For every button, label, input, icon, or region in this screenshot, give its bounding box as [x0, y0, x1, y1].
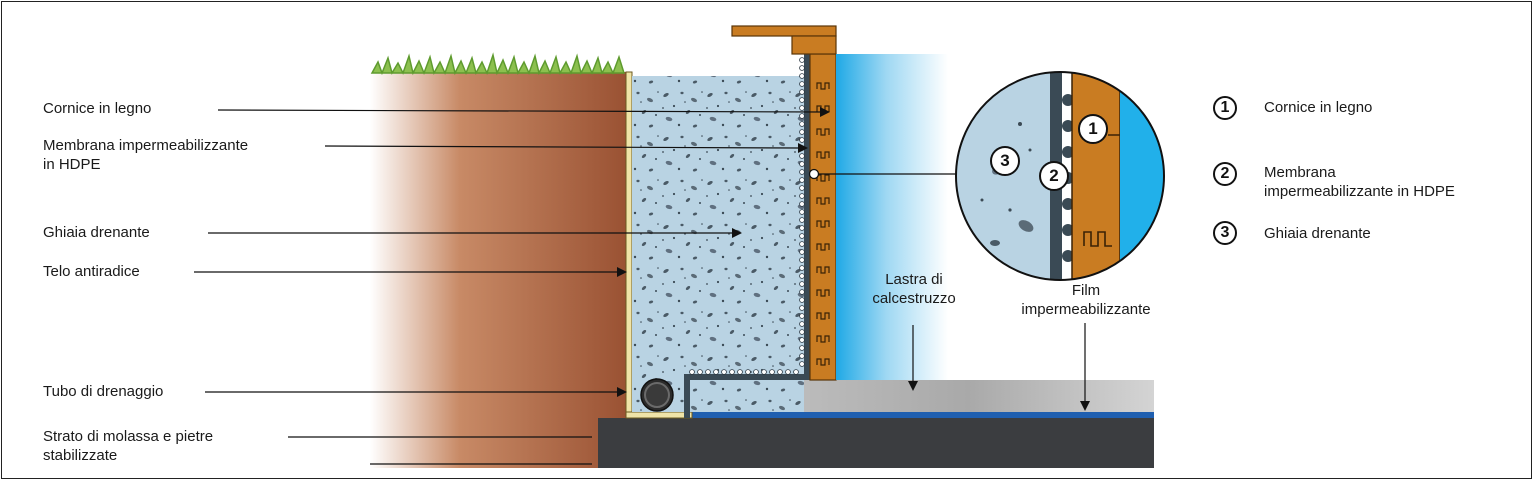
legend-text-2-line1: Membrana: [1264, 164, 1336, 181]
detail-marker-3: 3: [990, 146, 1020, 176]
hdpe-membrane-horizontal: [684, 374, 810, 380]
legend-marker-2: 2: [1213, 162, 1237, 186]
label-cornice: Cornice in legno: [43, 100, 152, 117]
detail-marker-1: 1: [1078, 114, 1108, 144]
label-strato-line1: Strato di molassa e pietre: [43, 428, 214, 445]
label-tubo: Tubo di drenaggio: [43, 383, 164, 400]
detail-marker-2: 2: [1039, 161, 1069, 191]
membrane-dimples: [689, 57, 805, 375]
soil-embankment: [370, 72, 626, 468]
grass-strip: [370, 52, 626, 76]
legend-text-3: Ghiaia drenante: [1264, 225, 1371, 242]
timber-cap-top: [731, 25, 837, 37]
legend-text-2-line2: impermeabilizzante in HDPE: [1264, 183, 1455, 200]
legend-marker-1: 1: [1213, 96, 1237, 120]
label-telo: Telo antiradice: [43, 263, 140, 280]
stabilized-base-layer: [598, 418, 1154, 468]
label-ghiaia: Ghiaia drenante: [43, 224, 150, 241]
pool-water: [836, 54, 948, 380]
timber-frame-wall: [809, 53, 837, 381]
callout-lines: [194, 107, 1090, 465]
hdpe-membrane-vertical: [804, 54, 810, 380]
label-film-line2: impermeabilizzante: [1021, 301, 1151, 318]
label-film-line1: Film: [1071, 282, 1101, 299]
label-membrana-line2: in HDPE: [43, 156, 101, 173]
hdpe-membrane-return: [684, 374, 690, 418]
waterproof-film: [690, 412, 1154, 418]
legend-marker-3: 3: [1213, 221, 1237, 245]
drainage-gravel: [632, 76, 804, 412]
timber-cap-block: [791, 35, 837, 55]
drain-pipe-rim: [644, 382, 670, 408]
root-barrier-fabric: [625, 71, 633, 419]
label-membrana-line1: Membrana impermeabilizzante: [43, 137, 249, 154]
detail-magnifier-ring: [955, 71, 1165, 281]
root-barrier-fabric-bottom: [625, 411, 693, 419]
detail-connector-dot: [808, 168, 820, 180]
legend-text-1: Cornice in legno: [1264, 99, 1373, 116]
label-lastra-line1: Lastra di: [885, 271, 943, 288]
label-strato-line2: stabilizzate: [43, 447, 118, 464]
label-lastra-line2: calcestruzzo: [872, 290, 956, 307]
